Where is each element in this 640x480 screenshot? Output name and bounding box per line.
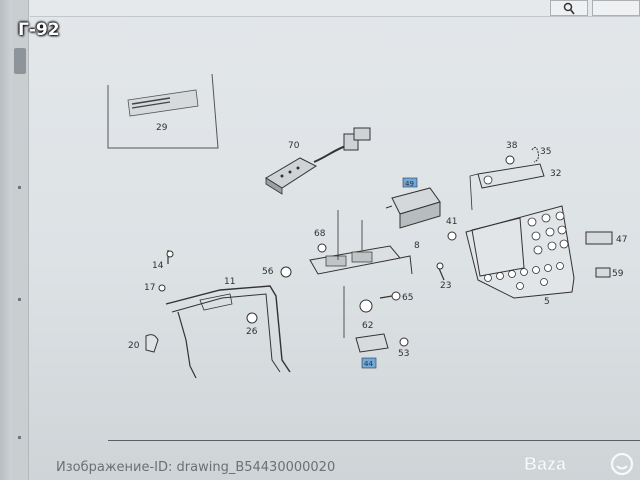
part-label: 26 [246, 327, 258, 337]
part-47[interactable]: 47 [585, 231, 627, 245]
part-label: 11 [224, 277, 235, 287]
part-label: 20 [128, 341, 140, 351]
scrollbar-thumb[interactable] [14, 48, 26, 74]
part-49[interactable]: 49 [385, 177, 441, 229]
part-label: 68 [314, 229, 326, 239]
svg-text:Baza: Baza [524, 454, 567, 474]
scrollbar-marker [18, 186, 21, 189]
part-label: 41 [446, 217, 457, 227]
part-label: 17 [144, 283, 155, 293]
part-11[interactable]: 11 [165, 277, 291, 379]
part-label: 49 [405, 180, 414, 188]
part-label: 23 [440, 281, 451, 291]
part-label: 62 [362, 321, 373, 331]
search-icon [563, 2, 575, 15]
part-38[interactable]: 38 [505, 141, 518, 165]
part-label: 65 [402, 293, 413, 303]
part-68[interactable]: 68 [314, 229, 327, 253]
part-label: 5 [544, 297, 550, 307]
part-26[interactable]: 26 [246, 312, 258, 337]
search-button[interactable] [550, 0, 588, 16]
part-8[interactable]: 8 [309, 210, 420, 275]
part-label: 32 [550, 169, 561, 179]
part-label: 53 [398, 349, 409, 359]
scrollbar-marker [18, 298, 21, 301]
part-label: 47 [616, 235, 627, 245]
part-23[interactable]: 23 [436, 262, 451, 291]
window-edge [0, 0, 12, 480]
part-label: 8 [414, 241, 420, 251]
part-5[interactable]: 5 [465, 205, 575, 307]
vertical-scrollbar[interactable] [12, 0, 29, 480]
part-59[interactable]: 59 [595, 267, 624, 279]
part-17[interactable]: 17 [144, 283, 166, 293]
part-56[interactable]: 56 [262, 266, 292, 278]
part-label: 59 [612, 269, 624, 279]
top-toolbar [30, 0, 640, 17]
part-label: 56 [262, 267, 274, 277]
part-65[interactable]: 65 [379, 291, 413, 303]
footer-divider [108, 440, 640, 441]
parts-diagram: 29 70 49 8 68 [107, 73, 627, 379]
part-20[interactable]: 20 [128, 334, 159, 353]
part-label: 44 [364, 360, 373, 368]
part-label: 35 [540, 147, 551, 157]
part-32[interactable]: 32 [469, 163, 561, 211]
part-41[interactable]: 41 [446, 217, 457, 241]
part-29[interactable]: 29 [107, 73, 219, 149]
toolbar-button[interactable] [592, 0, 640, 16]
part-62[interactable]: 62 [359, 299, 373, 331]
part-44[interactable]: 44 [343, 286, 389, 369]
part-35[interactable]: 35 [531, 146, 551, 163]
watermark-label: Г-92 [18, 20, 60, 40]
image-id-caption: Изображение-ID: drawing_B54430000020 [56, 460, 336, 475]
bazar-logo: Baza [524, 452, 634, 476]
scrollbar-marker [18, 436, 21, 439]
part-label: 70 [288, 141, 300, 151]
part-53[interactable]: 53 [398, 337, 409, 359]
part-label: 29 [156, 123, 168, 133]
part-14[interactable]: 14 [152, 250, 174, 271]
part-70[interactable]: 70 [265, 127, 371, 195]
part-label: 38 [506, 141, 518, 151]
part-label: 14 [152, 261, 164, 271]
